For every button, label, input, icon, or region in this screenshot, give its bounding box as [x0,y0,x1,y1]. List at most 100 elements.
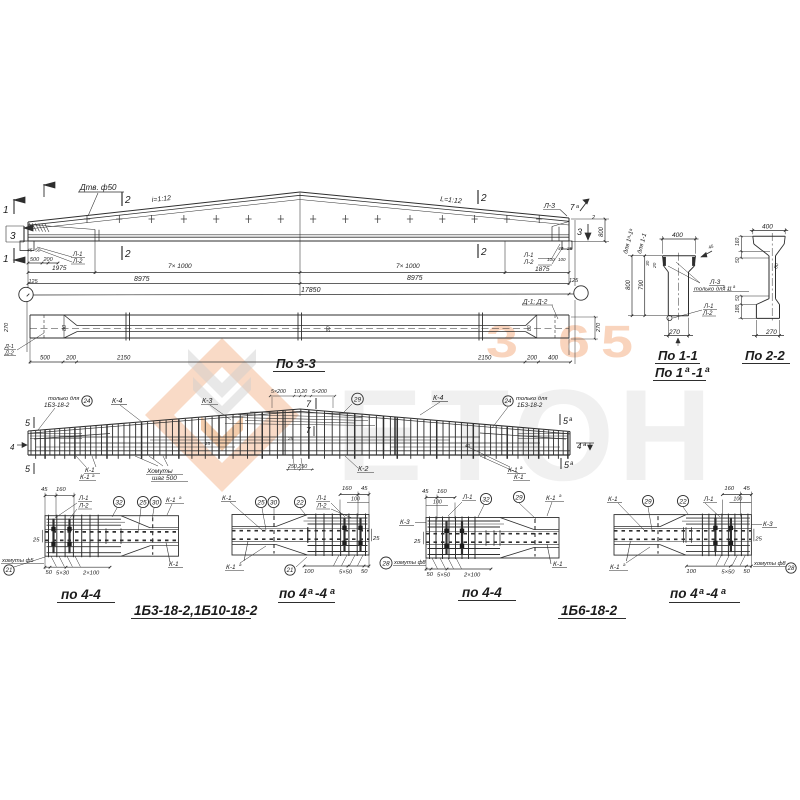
svg-text:5: 5 [25,464,31,474]
svg-text:25: 25 [372,536,380,542]
svg-text:Л-1: Л-1 [523,253,533,259]
svg-text:по 4-4: по 4-4 [462,585,502,600]
svg-text:7: 7 [306,399,312,409]
svg-text:К-1: К-1 [166,497,176,504]
svg-text:80: 80 [62,324,68,331]
svg-text:1: 1 [3,254,9,265]
svg-text:Л-3: Л-3 [543,203,555,210]
svg-text:5: 5 [25,418,31,428]
svg-text:270: 270 [765,329,777,336]
svg-text:25: 25 [204,441,211,446]
svg-text:К-1: К-1 [553,561,563,568]
svg-text:21: 21 [5,568,13,574]
svg-text:5×50: 5×50 [721,570,735,576]
svg-text:К-3: К-3 [763,521,773,528]
svg-text:-1: -1 [692,365,704,380]
svg-text:28: 28 [381,560,390,567]
svg-text:5×50: 5×50 [339,570,353,576]
svg-text:800: 800 [599,226,605,237]
svg-text:Л-2: Л-2 [72,259,83,265]
svg-text:К-4: К-4 [112,398,122,405]
svg-text:800: 800 [626,279,632,290]
svg-text:только для: только для [48,396,79,402]
svg-text:Е: Е [336,362,423,508]
svg-text:7: 7 [306,426,311,435]
svg-text:200: 200 [65,356,77,362]
svg-text:Л-1: Л-1 [703,497,713,503]
svg-text:1: 1 [3,205,9,216]
svg-text:К-1: К-1 [80,474,90,481]
svg-text:К-1: К-1 [85,467,95,474]
svg-text:125: 125 [569,278,579,284]
svg-text:160: 160 [56,487,66,493]
svg-text:К-1: К-1 [222,495,232,502]
svg-text:1Б3-18-2: 1Б3-18-2 [44,402,70,409]
svg-text:45: 45 [743,486,750,492]
svg-text:40: 40 [558,246,564,252]
svg-text:а: а [623,562,626,567]
svg-text:К-1: К-1 [546,495,556,502]
svg-text:По 2-2: По 2-2 [745,348,785,363]
svg-text:1875: 1875 [535,266,550,273]
svg-text:а: а [520,465,523,470]
svg-text:по 4: по 4 [670,586,698,601]
svg-text:а: а [685,364,690,374]
svg-text:45: 45 [27,248,33,254]
svg-text:хомуты ф5: хомуты ф5 [1,558,34,564]
svg-text:100: 100 [547,257,555,262]
svg-text:50: 50 [46,570,53,576]
svg-text:а: а [583,442,587,448]
svg-text:21: 21 [286,568,294,574]
svg-text:4: 4 [577,442,582,451]
svg-text:2150: 2150 [116,356,131,362]
svg-text:-4: -4 [315,586,327,601]
svg-text:для 1-1: для 1-1 [636,233,648,255]
svg-text:125: 125 [29,279,39,285]
svg-text:25: 25 [287,436,294,441]
svg-text:По 1: По 1 [655,365,683,380]
svg-text:250,250: 250,250 [287,464,307,470]
svg-text:3: 3 [486,316,518,366]
svg-text:а: а [179,495,182,500]
svg-text:80: 80 [773,262,780,269]
svg-text:32: 32 [482,496,490,503]
svg-text:3: 3 [10,231,16,242]
svg-text:2: 2 [480,193,487,204]
svg-text:270: 270 [4,322,10,333]
svg-text:для 1ᵃ-1ᵃ: для 1ᵃ-1ᵃ [622,228,636,255]
svg-text:По 1-1: По 1-1 [658,348,698,363]
svg-text:К-4: К-4 [433,395,443,402]
svg-text:3: 3 [577,227,582,237]
svg-text:25: 25 [754,536,762,542]
svg-text:28: 28 [787,566,795,572]
svg-text:160: 160 [437,489,447,495]
svg-text:29: 29 [514,494,523,501]
svg-text:40: 40 [465,443,471,448]
svg-text:45: 45 [361,486,368,492]
svg-text:Хомуты: Хомуты [146,468,173,475]
svg-text:а: а [330,586,335,596]
svg-text:-4: -4 [706,586,718,601]
svg-text:160: 160 [735,237,741,246]
svg-text:Л-1: Л-1 [316,496,326,502]
svg-text:22: 22 [295,499,304,506]
svg-text:Л-1: Л-1 [703,304,713,310]
svg-text:Л-2: Л-2 [78,504,89,510]
svg-text:8975: 8975 [407,275,423,282]
svg-text:по 4: по 4 [279,586,307,601]
svg-text:30: 30 [152,499,160,506]
svg-text:5: 5 [601,316,633,366]
svg-text:100: 100 [733,497,742,503]
svg-text:17850: 17850 [301,287,321,294]
svg-text:30: 30 [326,326,332,332]
svg-text:2×100: 2×100 [463,573,481,579]
svg-text:5×200: 5×200 [312,389,327,395]
svg-text:5×200: 5×200 [271,389,286,395]
svg-text:45: 45 [422,489,429,495]
svg-text:К-3: К-3 [202,398,212,405]
svg-text:а: а [569,417,573,423]
svg-text:400: 400 [548,356,559,362]
svg-text:Дтв. ф50: Дтв. ф50 [79,183,117,192]
svg-text:24: 24 [504,399,512,405]
svg-text:хомуты ф8: хомуты ф8 [393,560,426,566]
